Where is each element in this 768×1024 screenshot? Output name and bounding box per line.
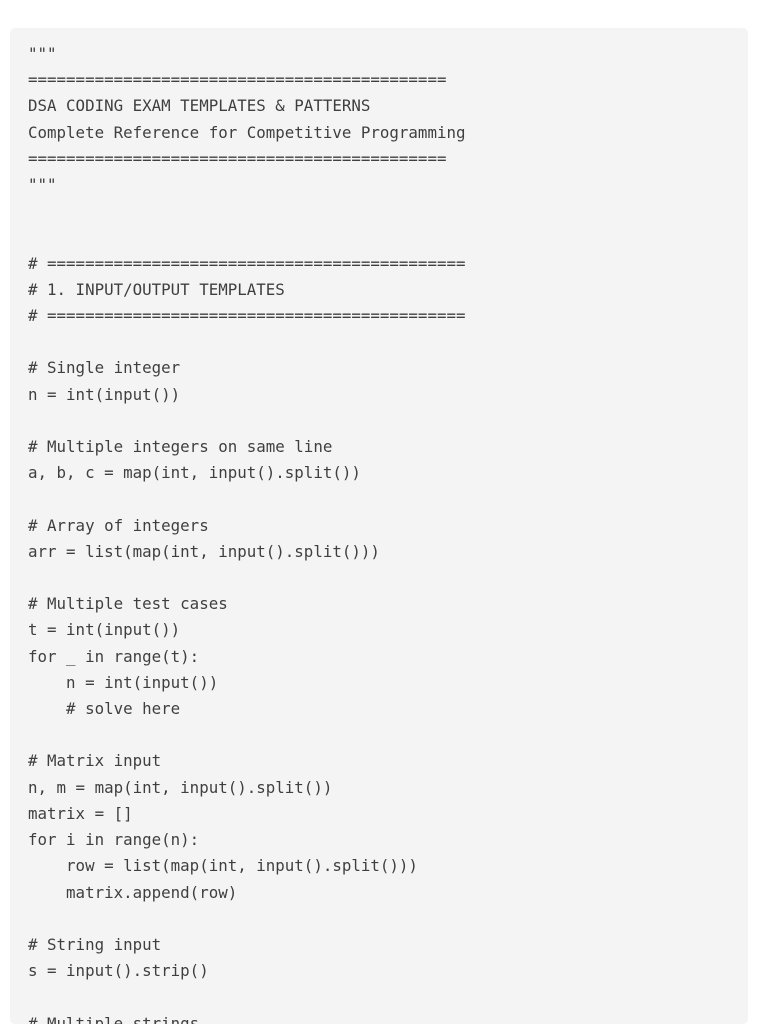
code-line: for _ in range(t):: [28, 646, 200, 666]
code-line: n = int(input()): [28, 672, 219, 692]
code-line: matrix = []: [28, 803, 133, 823]
code-line: # Single integer: [28, 358, 181, 378]
code-line: """: [28, 44, 57, 63]
code-line: s = input().strip(): [28, 961, 209, 981]
code-line: for i in range(n):: [28, 830, 200, 850]
code-line: [28, 224, 748, 250]
code-line: a, b, c = map(int, input().split()): [28, 463, 361, 483]
code-line: # Multiple strings: [28, 1013, 200, 1024]
code-line: [28, 329, 748, 355]
code-line: n = int(input()): [28, 384, 181, 404]
code-line: # solve here: [28, 699, 181, 719]
code-line: """: [28, 175, 57, 195]
code-line: n, m = map(int, input().split()): [28, 777, 333, 797]
code-line: [28, 984, 748, 1010]
code-line: ========================================…: [28, 70, 447, 90]
code-line: ========================================…: [28, 148, 447, 168]
code-listing[interactable]: """ =====================================…: [28, 41, 748, 1024]
code-line: row = list(map(int, input().split())): [28, 856, 418, 876]
code-line: DSA CODING EXAM TEMPLATES & PATTERNS: [28, 96, 371, 116]
code-line: # ======================================…: [28, 253, 466, 273]
code-line: [28, 722, 748, 748]
document-page-panel: """ =====================================…: [10, 28, 748, 1024]
code-line: # Multiple integers on same line: [28, 437, 333, 457]
code-line: [28, 408, 748, 434]
code-line: # String input: [28, 934, 162, 954]
code-line: matrix.append(row): [28, 882, 238, 902]
code-line: # Matrix input: [28, 751, 162, 771]
code-line: [28, 565, 748, 591]
code-line: Complete Reference for Competitive Progr…: [28, 122, 466, 142]
code-line: # Array of integers: [28, 515, 209, 535]
code-line: arr = list(map(int, input().split())): [28, 541, 380, 561]
code-line: [28, 906, 748, 932]
code-line: [28, 198, 748, 224]
code-line: # Multiple test cases: [28, 594, 228, 614]
code-line: t = int(input()): [28, 620, 181, 640]
code-line: # ======================================…: [28, 306, 466, 326]
code-line: [28, 486, 748, 512]
code-line: # 1. INPUT/OUTPUT TEMPLATES: [28, 279, 285, 299]
